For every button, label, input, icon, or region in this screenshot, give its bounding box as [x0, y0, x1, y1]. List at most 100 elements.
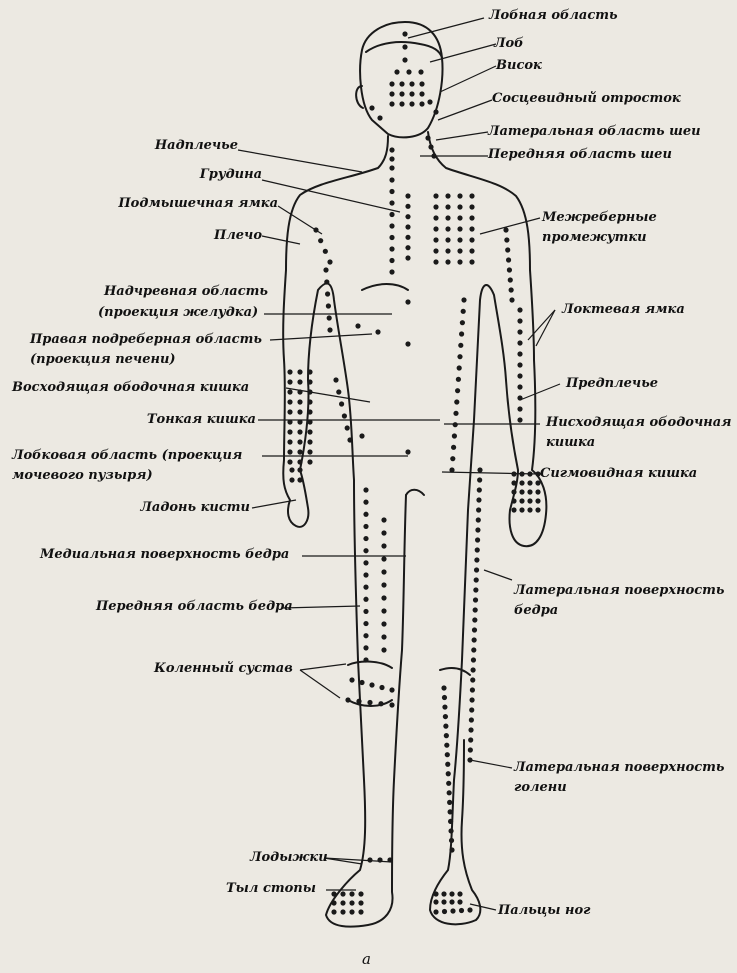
point-dot [453, 422, 458, 427]
point-dot [405, 299, 410, 304]
point-dot [355, 323, 360, 328]
point-dot [287, 399, 292, 404]
point-dot [297, 409, 302, 414]
point-dot [469, 215, 474, 220]
label-lateral-shin-2: голени [514, 780, 567, 796]
point-dot [326, 303, 331, 308]
label-descending-colon-1: Нисходящая ободочная [546, 415, 731, 431]
point-dot [356, 699, 361, 704]
point-dot [425, 135, 430, 140]
point-dot [431, 153, 436, 158]
point-dot [450, 456, 455, 461]
point-dot [441, 891, 446, 896]
point-dot [287, 369, 292, 374]
label-forehead-region: Лобная область [489, 8, 618, 24]
point-dot [389, 200, 394, 205]
label-ascending-colon: Восходящая ободочная кишка [12, 380, 249, 396]
point-dot [506, 257, 511, 262]
point-dot [457, 365, 462, 370]
point-dot [527, 480, 532, 485]
point-dot [472, 617, 477, 622]
point-dot [381, 634, 386, 639]
point-dot [457, 891, 462, 896]
figure-caption: а [362, 950, 371, 968]
point-dot [511, 471, 516, 476]
point-dot [363, 524, 368, 529]
point-dot [471, 657, 476, 662]
point-dot [433, 237, 438, 242]
point-dot [471, 667, 476, 672]
label-axilla: Подмышечная ямка [106, 196, 278, 212]
point-dot [389, 258, 394, 263]
point-dot [377, 857, 382, 862]
point-dot [445, 193, 450, 198]
point-dot [460, 320, 465, 325]
point-dot [459, 908, 464, 913]
point-dot [443, 714, 448, 719]
point-dot [507, 267, 512, 272]
point-dot [517, 384, 522, 389]
point-dot [389, 702, 394, 707]
point-dot [363, 572, 368, 577]
point-dot [307, 399, 312, 404]
point-dot [409, 101, 414, 106]
point-dot [505, 247, 510, 252]
point-dot [327, 327, 332, 332]
point-dot [389, 101, 394, 106]
point-dot [409, 81, 414, 86]
point-dot [389, 223, 394, 228]
point-dot [336, 389, 341, 394]
point-dot [367, 700, 372, 705]
point-dot [511, 498, 516, 503]
point-dot [340, 900, 345, 905]
point-dot [472, 627, 477, 632]
point-dot [287, 439, 292, 444]
point-dot [389, 165, 394, 170]
point-dot [409, 91, 414, 96]
point-dot [389, 156, 394, 161]
label-forearm: Предплечье [566, 376, 658, 392]
point-dot [457, 248, 462, 253]
point-dot [405, 255, 410, 260]
point-dot [367, 857, 372, 862]
point-dot [389, 687, 394, 692]
point-dot [333, 377, 338, 382]
point-dot [433, 891, 438, 896]
label-foot-dorsum: Тыл стопы [226, 881, 316, 897]
point-dot [313, 227, 318, 232]
point-dot [358, 900, 363, 905]
point-dot [405, 341, 410, 346]
point-dot [318, 238, 323, 243]
knee-right [440, 668, 470, 675]
point-dot [474, 557, 479, 562]
chest-line [362, 284, 408, 290]
point-dot [535, 507, 540, 512]
label-anterior-neck: Передняя область шеи [488, 147, 672, 163]
point-dot [389, 81, 394, 86]
point-dot [345, 425, 350, 430]
label-lateral-thigh-1: Латеральная поверхность [514, 583, 725, 599]
point-dot [287, 459, 292, 464]
point-dot [369, 682, 374, 687]
point-dot [444, 743, 449, 748]
point-dot [457, 237, 462, 242]
point-dot [449, 891, 454, 896]
point-dot [509, 297, 514, 302]
point-dot [307, 459, 312, 464]
point-dot [399, 81, 404, 86]
point-dot [363, 487, 368, 492]
point-dot [363, 548, 368, 553]
point-dot [475, 537, 480, 542]
point-dot [527, 489, 532, 494]
point-dot [340, 909, 345, 914]
point-dot [475, 547, 480, 552]
point-dot [473, 587, 478, 592]
point-dot [517, 307, 522, 312]
point-dot [389, 269, 394, 274]
point-dot [443, 724, 448, 729]
point-dot [381, 595, 386, 600]
point-dot [405, 224, 410, 229]
point-dot [378, 701, 383, 706]
point-dot [445, 204, 450, 209]
point-dot [433, 909, 438, 914]
